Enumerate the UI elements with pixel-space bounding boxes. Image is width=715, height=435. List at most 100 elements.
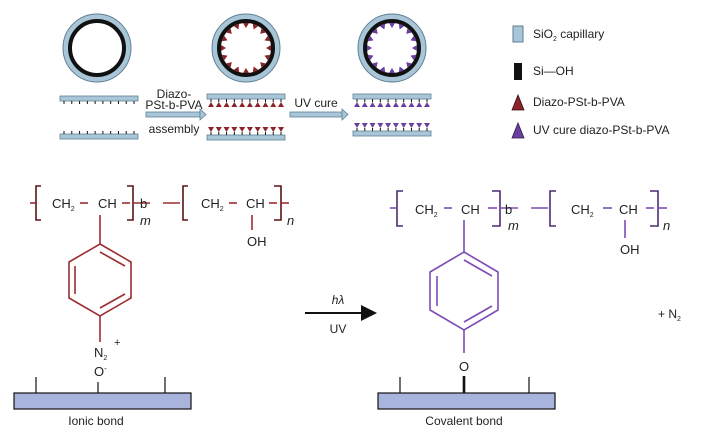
capillary-uv-cured bbox=[357, 13, 427, 83]
diazo-triangle-mark bbox=[254, 102, 261, 107]
right-n-subscript: n bbox=[663, 218, 670, 233]
covalent-bond-caption: Covalent bond bbox=[425, 414, 502, 428]
legend-item-silanol: Si—OH bbox=[514, 63, 574, 80]
left-n-subscript: n bbox=[287, 213, 294, 228]
legend-item-sio2-capillary: SiO2 capillary bbox=[512, 25, 604, 43]
diazo-triangle-mark bbox=[262, 102, 269, 107]
diazo-triangle-mark bbox=[266, 45, 271, 51]
uv-cured-triangle-mark bbox=[424, 123, 430, 128]
diazo-triangle-mark bbox=[221, 54, 228, 61]
ionic-bond-caption: Ionic bond bbox=[68, 414, 123, 428]
flat-slab-cross-sections bbox=[59, 93, 432, 141]
capillary-diazo bbox=[211, 13, 281, 83]
diazo-triangle-mark bbox=[270, 102, 277, 107]
uv-cured-triangle-mark bbox=[398, 23, 405, 30]
assembly-arrow bbox=[145, 108, 207, 121]
legend-label-silanol: Si—OH bbox=[533, 64, 574, 78]
diazo-triangle-mark bbox=[226, 62, 232, 68]
left-ch2-b: CH2 bbox=[201, 196, 224, 213]
diazo-triangle-mark bbox=[231, 127, 238, 132]
diazo-triangle-mark bbox=[215, 102, 222, 107]
diazo-triangle-mark bbox=[260, 28, 266, 34]
uv-cured-triangle-mark bbox=[408, 102, 415, 107]
slab-diazo-top bbox=[206, 93, 286, 100]
left-ch: CH bbox=[98, 196, 117, 211]
left-b: b bbox=[140, 196, 147, 211]
diazo-triangle-mark bbox=[233, 66, 240, 73]
diazo-triangle-mark bbox=[254, 127, 261, 132]
uv-cured-triangle-mark bbox=[385, 102, 392, 107]
legend: SiO2 capillary Si—OH Diazo-PSt-b-PVA UV … bbox=[511, 25, 670, 139]
right-b: b bbox=[505, 202, 512, 217]
legend-item-diazo: Diazo-PSt-b-PVA bbox=[511, 93, 625, 111]
uv-cured-triangle-mark bbox=[354, 102, 360, 107]
right-o: O bbox=[459, 359, 469, 374]
step2-label: UV cure bbox=[294, 96, 338, 110]
diazo-triangle-mark bbox=[221, 45, 226, 51]
step1-label-line2: PSt-b-PVA bbox=[145, 98, 202, 112]
uv-cured-triangle-mark bbox=[389, 23, 395, 28]
diazo-triangle-mark bbox=[252, 23, 259, 30]
diazo-triangle-mark bbox=[262, 127, 269, 132]
uv-cured-triangle-mark bbox=[406, 62, 412, 68]
diazo-triangle-mark bbox=[243, 23, 249, 28]
ring-uv-cured-triangles bbox=[367, 23, 417, 73]
uv-cured-triangle-mark bbox=[367, 54, 374, 61]
capillary-bare bbox=[62, 13, 132, 83]
diazo-triangle-mark bbox=[264, 54, 271, 61]
uv-cured-triangle-mark bbox=[400, 102, 407, 107]
diazo-triangle-mark bbox=[223, 102, 230, 107]
uv-cured-triangle-mark bbox=[372, 28, 378, 34]
diazo-triangle-mark bbox=[239, 127, 246, 132]
uv-cured-triangle-mark bbox=[361, 123, 368, 128]
diazo-triangle-mark bbox=[215, 127, 222, 132]
uv-cured-triangle-mark bbox=[424, 102, 430, 107]
diazo-triangle-mark bbox=[226, 28, 232, 34]
diazo-triangle-mark bbox=[246, 102, 253, 107]
right-m-subscript: m bbox=[508, 218, 519, 233]
slab-bare-top bbox=[59, 95, 139, 102]
right-ch2-b: CH2 bbox=[571, 202, 594, 219]
silanol-swatch-icon bbox=[514, 63, 522, 80]
n2-byproduct: + N2 bbox=[658, 307, 681, 323]
uv-cured-triangle-mark bbox=[372, 62, 378, 68]
diazo-triangle-mark bbox=[208, 127, 214, 132]
right-ch: CH bbox=[461, 202, 480, 217]
uv-cured-triangle-mark bbox=[389, 68, 395, 73]
left-ch2: CH2 bbox=[52, 196, 75, 213]
slab-diazo-bottom bbox=[206, 134, 286, 141]
diazo-triangle-mark bbox=[243, 68, 249, 73]
left-substrate bbox=[13, 377, 192, 410]
diazo-triangle-mark bbox=[246, 127, 253, 132]
left-o-minus: O- bbox=[94, 364, 107, 379]
diazo-triangle-mark bbox=[208, 102, 214, 107]
reaction-condition-uv: UV bbox=[330, 322, 347, 336]
right-ch-b: CH bbox=[619, 202, 638, 217]
slab-bare-bottom bbox=[59, 133, 139, 140]
uv-cured-triangle-mark bbox=[406, 28, 412, 34]
diazo-triangle-mark bbox=[231, 102, 238, 107]
diazo-triangle-mark bbox=[270, 127, 277, 132]
legend-label-diazo: Diazo-PSt-b-PVA bbox=[533, 95, 625, 109]
left-plus-charge: + bbox=[114, 337, 120, 349]
uv-cured-triangle-mark bbox=[369, 102, 376, 107]
left-oh: OH bbox=[247, 234, 267, 249]
uv-cured-triangle-mark bbox=[361, 102, 368, 107]
legend-label-sio2: SiO2 capillary bbox=[533, 27, 604, 43]
left-ch-b: CH bbox=[246, 196, 265, 211]
uv-cured-triangle-mark bbox=[400, 123, 407, 128]
capillary-swatch-icon bbox=[512, 25, 524, 43]
diazo-triangle-mark bbox=[278, 102, 284, 107]
slab-uv-bottom bbox=[352, 130, 432, 137]
uv-cure-arrow bbox=[289, 108, 349, 121]
uv-cured-triangle-mark bbox=[410, 54, 417, 61]
red-triangle-icon bbox=[511, 93, 525, 111]
uv-cured-triangle-mark bbox=[377, 102, 384, 107]
slab-uv-top bbox=[352, 93, 432, 100]
uv-cured-triangle-mark bbox=[367, 45, 372, 51]
right-polymer-structure bbox=[390, 190, 667, 353]
diazo-triangle-mark bbox=[264, 35, 271, 42]
reaction-condition-hlambda: hλ bbox=[332, 293, 345, 307]
uv-cured-triangle-mark bbox=[354, 123, 360, 128]
